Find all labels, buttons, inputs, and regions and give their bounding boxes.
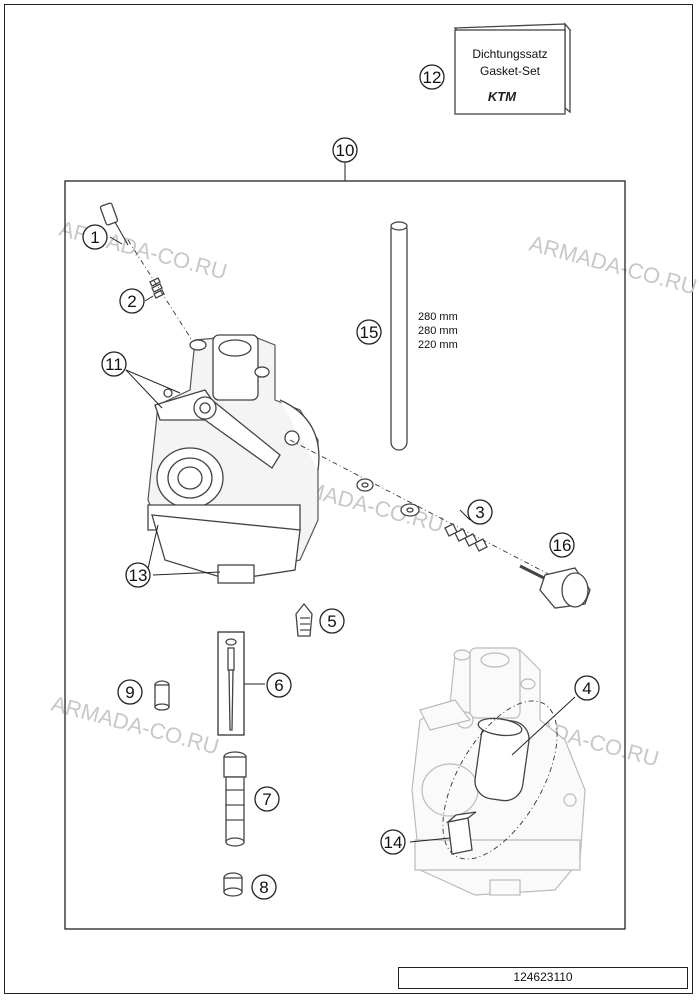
callout-16: 16 [549, 532, 575, 558]
float-chamber-gasket [442, 700, 558, 860]
ktm-logo: KTM [488, 89, 517, 104]
callout-5: 5 [319, 608, 345, 634]
callout-4: 4 [574, 675, 600, 701]
needle-length-2: 280 mm [418, 325, 458, 337]
needle-jet-box [217, 631, 265, 736]
callout-13: 13 [125, 562, 151, 588]
callout-7: 7 [254, 786, 280, 812]
callout-3: 3 [467, 499, 493, 525]
needle-length-specs: 280 mm 280 mm 220 mm [418, 311, 458, 351]
svg-text:16: 16 [553, 536, 572, 555]
callout-12: 12 [419, 64, 445, 90]
gasket-set-label-en: Gasket-Set [480, 64, 541, 78]
reference-number: 124623110 [398, 967, 688, 989]
gasket-set-label-de: Dichtungssatz [472, 47, 547, 61]
idle-adjusting-screw [519, 564, 591, 609]
svg-text:3: 3 [475, 503, 484, 522]
svg-text:5: 5 [327, 612, 336, 631]
atomizer [223, 751, 247, 847]
svg-text:8: 8 [259, 878, 268, 897]
svg-text:1: 1 [90, 228, 99, 247]
jet-needle [390, 221, 408, 451]
float-needle-valve [445, 811, 477, 855]
svg-text:7: 7 [262, 790, 271, 809]
svg-text:4: 4 [582, 679, 591, 698]
callout-14: 14 [380, 829, 406, 855]
small-spring [149, 277, 165, 299]
svg-text:13: 13 [129, 566, 148, 585]
callout-9: 9 [117, 679, 143, 705]
throttle-lever [154, 388, 281, 469]
adjusting-screw [99, 202, 129, 246]
svg-text:6: 6 [274, 676, 283, 695]
callout-1: 1 [82, 224, 108, 250]
callout-2: 2 [119, 288, 145, 314]
svg-text:10: 10 [336, 141, 355, 160]
float [474, 717, 530, 802]
main-jet [295, 602, 313, 637]
svg-text:14: 14 [384, 833, 403, 852]
needle-length-1: 280 mm [418, 311, 458, 323]
diagram-frame [4, 4, 693, 994]
gasket-set-box: Dichtungssatz Gasket-Set KTM [453, 22, 572, 115]
callout-8: 8 [251, 874, 277, 900]
watermark: ARMADA-CO.RU [527, 231, 699, 300]
svg-text:9: 9 [125, 683, 134, 702]
callout-6: 6 [266, 672, 292, 698]
svg-text:12: 12 [423, 68, 442, 87]
svg-text:2: 2 [127, 292, 136, 311]
svg-text:11: 11 [105, 355, 123, 374]
callout-15: 15 [356, 319, 382, 345]
carburetor-body [147, 334, 320, 584]
idle-screw-spring [444, 523, 488, 552]
callout-10: 10 [332, 137, 358, 163]
pilot-jet [154, 680, 170, 711]
watermark: ARMADA-CO.RU [57, 216, 230, 285]
callout-11: 11 [101, 351, 127, 377]
needle-length-3: 220 mm [418, 339, 458, 351]
starter-jet [223, 872, 243, 897]
svg-text:15: 15 [360, 323, 379, 342]
